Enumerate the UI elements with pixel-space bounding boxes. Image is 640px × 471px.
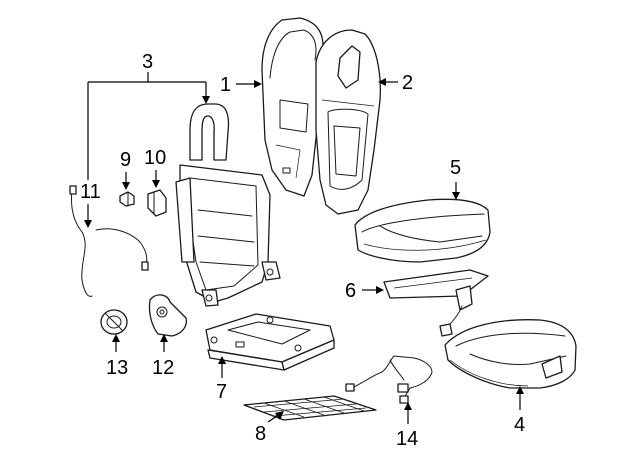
callout-13: 13 bbox=[106, 357, 128, 379]
recliner-handle-part[interactable] bbox=[147, 189, 167, 217]
callout-12: 12 bbox=[152, 357, 174, 379]
callout-3: 3 bbox=[142, 51, 153, 73]
callout-5: 5 bbox=[450, 157, 461, 179]
adjuster-knob-part[interactable] bbox=[100, 309, 128, 335]
seat-back-cover-part[interactable] bbox=[261, 17, 324, 197]
seat-mat-panel-part[interactable] bbox=[243, 395, 377, 421]
callout-14: 14 bbox=[396, 428, 418, 450]
small-knob-part[interactable] bbox=[119, 191, 135, 207]
seat-cushion-cover-part[interactable] bbox=[444, 319, 577, 389]
wiring-harness-part[interactable] bbox=[345, 355, 433, 404]
callout-7: 7 bbox=[216, 381, 227, 403]
callout-2: 2 bbox=[402, 72, 413, 94]
callout-11: 11 bbox=[80, 181, 101, 203]
seat-back-cushion-part[interactable] bbox=[315, 29, 381, 215]
side-trim-part[interactable] bbox=[148, 294, 188, 337]
leader-lines bbox=[84, 72, 524, 424]
callout-1: 1 bbox=[220, 74, 231, 96]
callout-4: 4 bbox=[514, 414, 525, 436]
seat-cushion-frame-part[interactable] bbox=[205, 313, 335, 371]
seat-cushion-pad-part[interactable] bbox=[354, 198, 491, 263]
seat-back-frame-part[interactable] bbox=[175, 103, 281, 307]
callout-10: 10 bbox=[144, 147, 166, 169]
callout-6: 6 bbox=[345, 280, 356, 302]
release-cable-part[interactable] bbox=[69, 185, 149, 297]
callout-8: 8 bbox=[255, 423, 266, 445]
callout-9: 9 bbox=[120, 149, 131, 171]
callout-numbers: 1 2 3 4 5 6 7 8 9 10 11 12 13 14 bbox=[80, 51, 525, 450]
seat-heater-mat-part[interactable] bbox=[383, 269, 489, 337]
